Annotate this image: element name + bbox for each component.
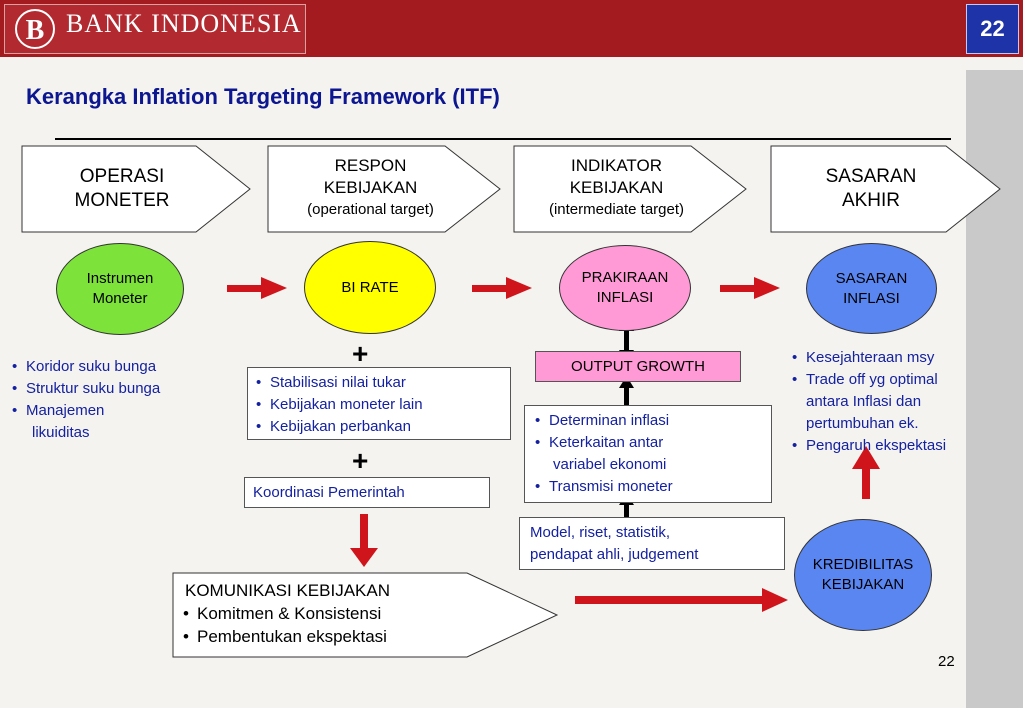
list-item: Pembentukan ekspektasi: [179, 625, 390, 648]
list-item: Koridor suku bunga: [8, 356, 160, 378]
list-item: Komitmen & Konsistensi: [179, 602, 390, 625]
arrow-kredibilitas-up: [852, 446, 880, 499]
list-item: Kebijakan moneter lain: [252, 394, 510, 416]
arrow-komunikasi-to-kredibilitas: [575, 588, 788, 612]
list-item-continuation: pertumbuhan ek.: [806, 415, 919, 432]
respon-list-box: Stabilisasi nilai tukar Kebijakan monete…: [247, 367, 511, 440]
list-item: Struktur suku bunga: [8, 378, 160, 400]
instrumen-list: Koridor suku bunga Struktur suku bunga M…: [8, 356, 160, 444]
sasaran-list: Kesejahteraan msy Trade off yg optimal a…: [788, 347, 946, 457]
list-item: Trade off yg optimal: [788, 369, 946, 391]
list-item-continuation: variabel ekonomi: [553, 456, 667, 473]
list-item: Stabilisasi nilai tukar: [252, 372, 510, 394]
footer-page-number: 22: [938, 653, 955, 670]
plus-sign: +: [352, 445, 369, 476]
output-growth-box: OUTPUT GROWTH: [535, 351, 741, 382]
connector-output-indikator: [619, 376, 634, 408]
koordinasi-pemerintah-box: Koordinasi Pemerintah: [244, 477, 490, 508]
arrow-instrumen-to-birate: [227, 277, 287, 299]
logo-text: BANK INDONESIA: [66, 9, 302, 38]
list-item: Keterkaitan antar: [531, 432, 771, 454]
list-item: Manajemen: [8, 400, 160, 422]
plus-sign: +: [352, 338, 369, 369]
list-item-continuation: antara Inflasi dan: [806, 393, 922, 410]
indikator-list-box: Determinan inflasi Keterkaitan antar var…: [524, 405, 772, 503]
list-item: Transmisi moneter: [531, 476, 771, 498]
komunikasi-kebijakan-text: KOMUNIKASI KEBIJAKAN Komitmen & Konsiste…: [183, 579, 390, 648]
stage-chevron-sasaran: [770, 145, 1001, 233]
bi-emblem-icon: B: [15, 9, 55, 49]
model-riset-box: Model, riset, statistik, pendapat ahli, …: [519, 517, 785, 570]
list-item: Pengaruh ekspektasi: [788, 435, 946, 457]
arrow-koordinasi-down: [350, 514, 378, 567]
page-title: Kerangka Inflation Targeting Framework (…: [26, 84, 500, 109]
svg-text:B: B: [26, 15, 45, 46]
stage-chevron-operasi: [21, 145, 251, 233]
list-item: Kebijakan perbankan: [252, 416, 510, 438]
list-item: Kesejahteraan msy: [788, 347, 946, 369]
slide-number-badge: 22: [966, 4, 1019, 54]
stage-chevron-indikator: [513, 145, 747, 233]
list-item-continuation: likuiditas: [32, 424, 90, 441]
bi-rate-node: BI RATE: [304, 241, 436, 334]
list-item: Determinan inflasi: [531, 410, 771, 432]
stage-chevron-respon: [267, 145, 501, 233]
komunikasi-heading: KOMUNIKASI KEBIJAKAN: [185, 581, 390, 600]
arrow-prakiraan-to-sasaran: [720, 277, 780, 299]
title-divider: [55, 138, 951, 140]
arrow-birate-to-prakiraan: [472, 277, 532, 299]
